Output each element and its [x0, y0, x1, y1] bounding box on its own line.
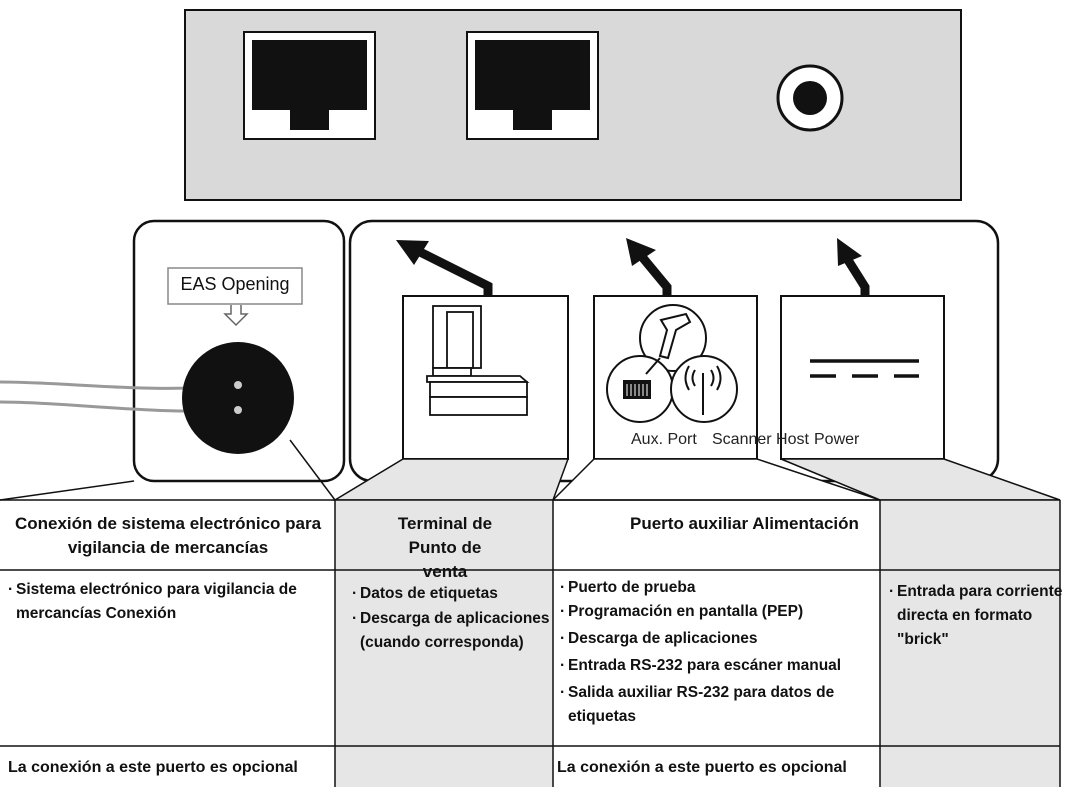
arrow-up-left-icon	[639, 255, 672, 296]
eas-opening-label: EAS Opening	[180, 274, 290, 294]
callout-line	[0, 480, 135, 501]
column-header-aux: Puerto auxiliar Alimentación	[630, 514, 859, 533]
power-label: Power	[814, 431, 860, 448]
dc-power-symbol-icon	[810, 359, 919, 378]
callout-line	[289, 439, 336, 501]
rj45-port-icon	[243, 31, 376, 140]
list-item: Puerto de prueba	[556, 576, 898, 600]
list-item: Datos de etiquetas	[348, 582, 558, 606]
list-item: Descarga de aplicaciones (cuando corresp…	[348, 607, 558, 655]
arrow-up-left-icon	[417, 247, 493, 296]
pos-terminal-icon	[426, 305, 530, 416]
eas-round-connector-icon	[182, 342, 294, 454]
list-item: Entrada RS-232 para escáner manual	[556, 654, 898, 678]
eas-opening-callout	[167, 267, 303, 305]
list-item: Descarga de aplicaciones	[556, 627, 898, 651]
column-note-aux: La conexión a este puerto es opcional	[557, 759, 847, 776]
aux-port-label: Aux. Port	[631, 431, 697, 448]
round-power-jack-icon	[776, 64, 844, 132]
list-item: Programación en pantalla (PEP)	[556, 600, 898, 624]
list-item: Sistema electrónico para vigilancia de m…	[4, 578, 336, 626]
table-grid	[0, 499, 1061, 787]
scanner-host-label: Scanner Host	[712, 431, 809, 448]
column-note-eas: La conexión a este puerto es opcional	[8, 759, 298, 776]
scanner-and-tags-icon	[606, 304, 738, 423]
arrow-up-left-icon	[844, 257, 870, 296]
column-header-eas: Conexión de sistema electrónico para vig…	[14, 514, 322, 557]
list-item: Entrada para corriente directa en format…	[885, 580, 1067, 652]
list-item: Salida auxiliar RS-232 para datos de eti…	[556, 681, 868, 729]
column-header-pos: Terminal de Punto de venta	[397, 514, 493, 581]
arrow-down-icon	[223, 305, 249, 327]
rj45-port-icon	[466, 31, 599, 140]
